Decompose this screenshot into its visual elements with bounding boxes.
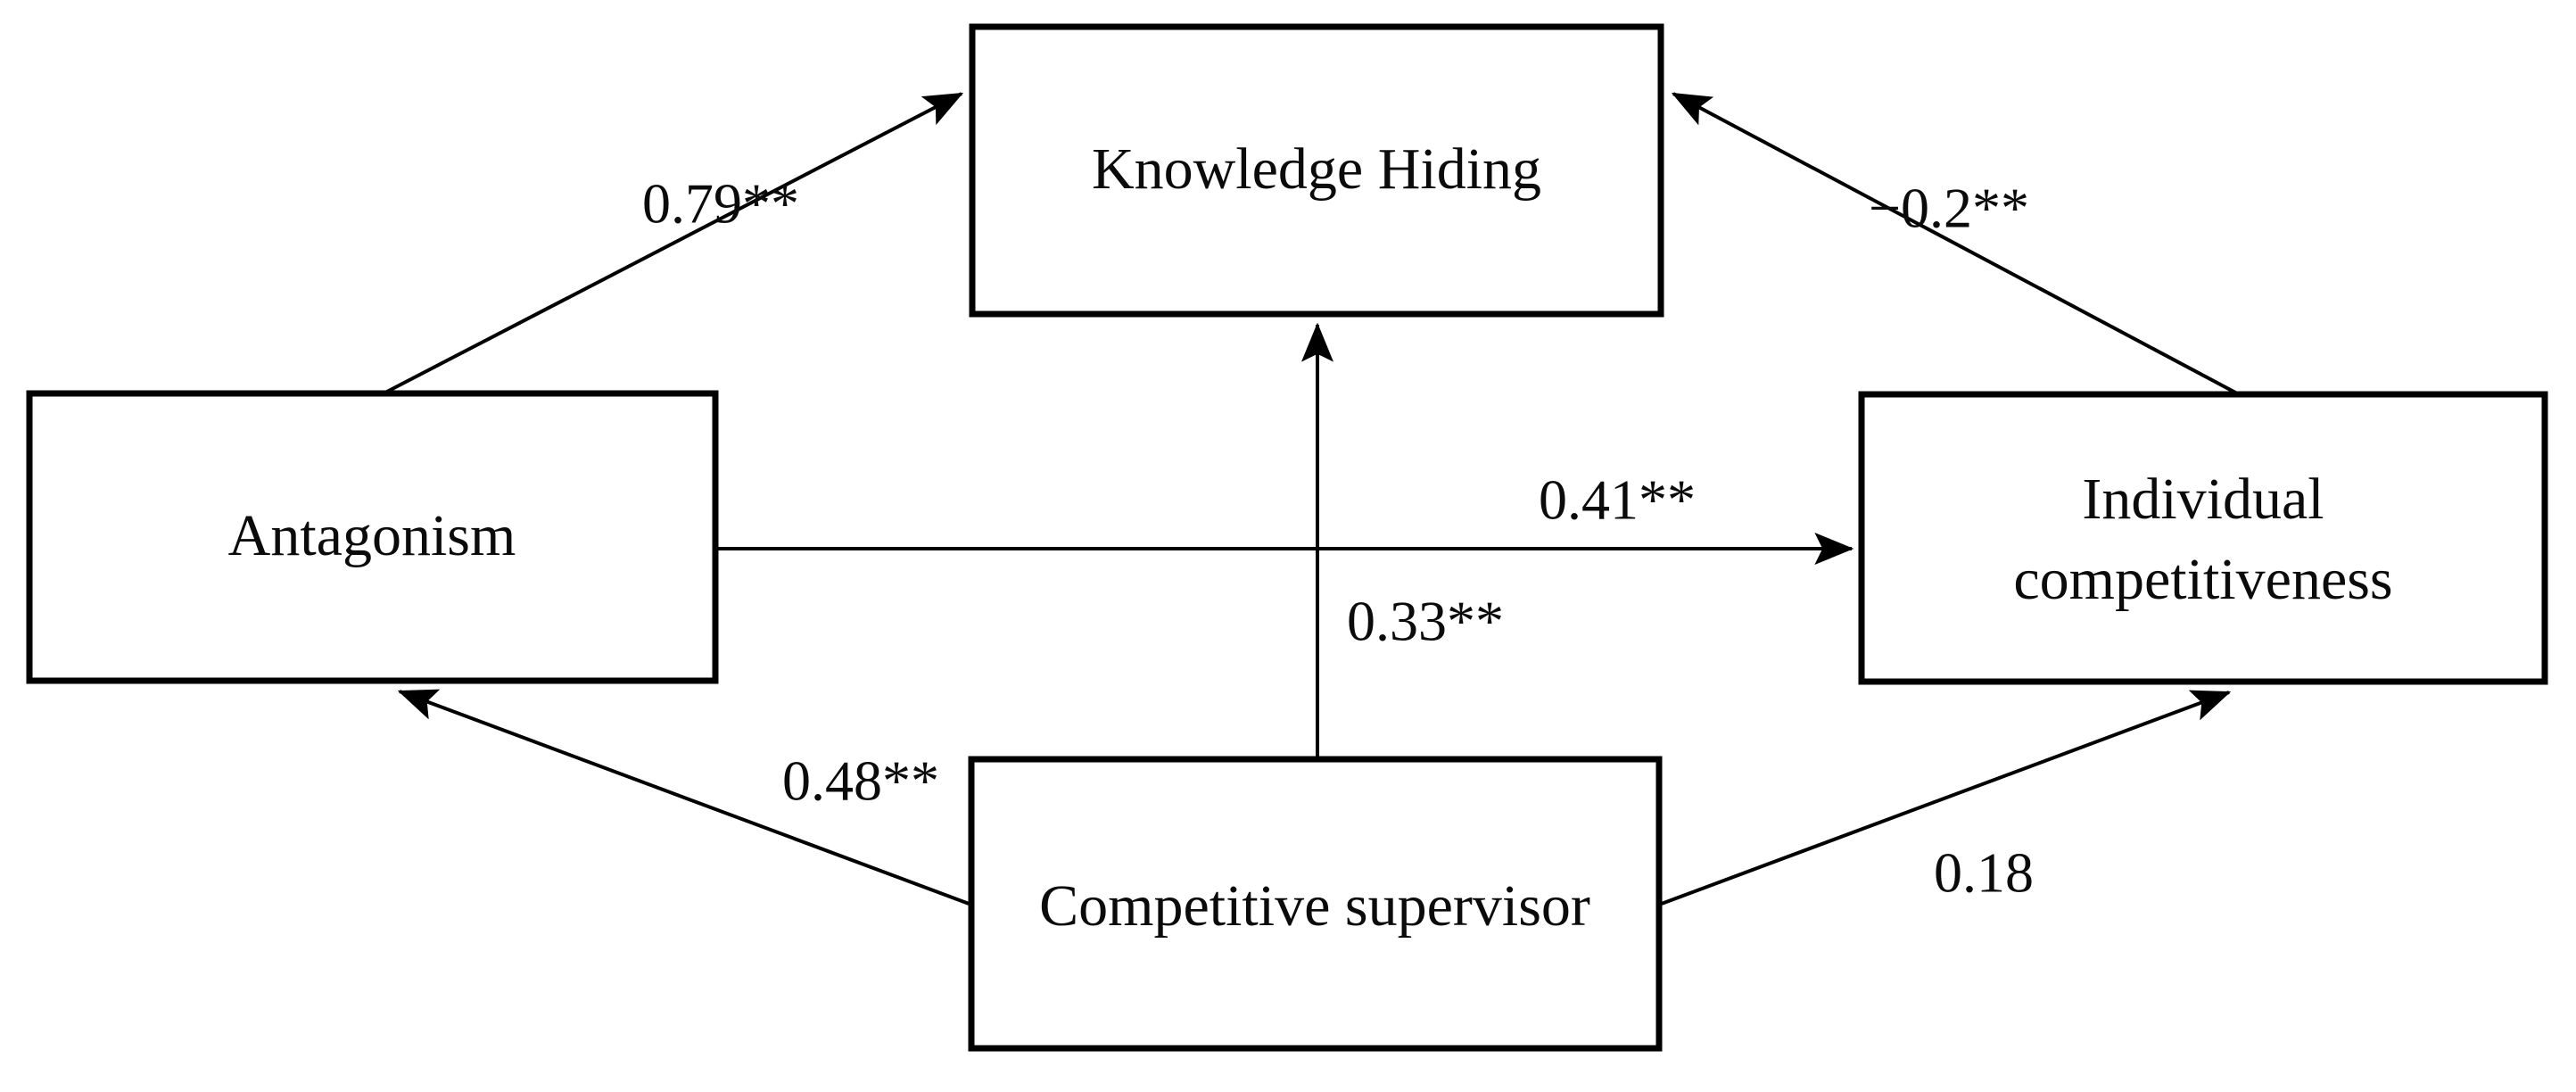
node-knowledge-hiding[interactable]: Knowledge Hiding xyxy=(969,23,1664,318)
node-antagonism[interactable]: Antagonism xyxy=(26,390,719,684)
node-individual-competitiveness[interactable]: Individual competitiveness xyxy=(1858,391,2548,685)
edge-label-antagonism-knowledge-hiding: 0.79** xyxy=(642,172,799,236)
node-box-antagonism[interactable] xyxy=(26,390,719,684)
edge-individual-competitiveness-to-knowledge-hiding xyxy=(1671,92,2240,396)
edge-label-competitive-supervisor-individual-competitiveness: 0.18 xyxy=(1934,841,2034,905)
node-box-competitive-supervisor[interactable] xyxy=(968,756,1663,1052)
node-box-knowledge-hiding[interactable] xyxy=(969,23,1664,318)
edge-line-individual-competitiveness-knowledge-hiding xyxy=(1671,92,2240,396)
edge-label-competitive-supervisor-knowledge-hiding: 0.33** xyxy=(1347,590,1504,653)
node-competitive-supervisor[interactable]: Competitive supervisor xyxy=(968,756,1663,1052)
edge-competitive-supervisor-to-individual-competitiveness xyxy=(1658,690,2232,906)
edge-line-competitive-supervisor-antagonism xyxy=(397,689,972,906)
node-label-competitive-supervisor: Competitive supervisor xyxy=(1039,873,1590,939)
edge-antagonism-to-knowledge-hiding xyxy=(383,92,964,395)
node-label-individual-competitiveness-line2: competitiveness xyxy=(2013,547,2392,612)
edge-label-individual-competitiveness-knowledge-hiding: −0.2** xyxy=(1869,177,2029,240)
edge-line-antagonism-knowledge-hiding xyxy=(383,92,964,395)
edge-label-competitive-supervisor-antagonism: 0.48** xyxy=(782,749,939,813)
edge-label-antagonism-individual-competitiveness: 0.41** xyxy=(1539,468,1696,532)
edge-line-competitive-supervisor-individual-competitiveness xyxy=(1658,690,2232,906)
node-label-individual-competitiveness-line1: Individual xyxy=(2082,467,2324,532)
node-box-individual-competitiveness[interactable] xyxy=(1858,391,2548,685)
node-label-knowledge-hiding: Knowledge Hiding xyxy=(1092,136,1541,202)
edge-competitive-supervisor-to-antagonism xyxy=(397,689,972,906)
node-label-antagonism: Antagonism xyxy=(228,503,516,568)
